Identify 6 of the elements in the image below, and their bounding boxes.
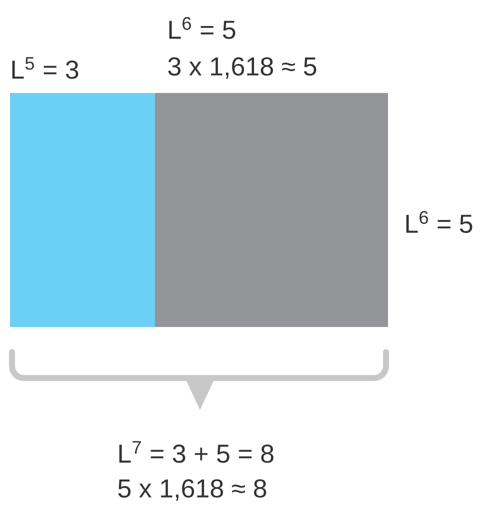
label: 5 x 1,618 ≈ 8 [118,479,266,501]
label: L$^{7}$ = 3 + 5 = 8 [119,441,274,463]
label: L$^{6}$ = 5 [406,211,472,233]
label: L$^{5}$ = 3 [12,57,78,79]
label: L$^{6}$ = 5 [169,17,236,39]
label: 3 x 1,618 ≈ 5 [168,57,316,79]
